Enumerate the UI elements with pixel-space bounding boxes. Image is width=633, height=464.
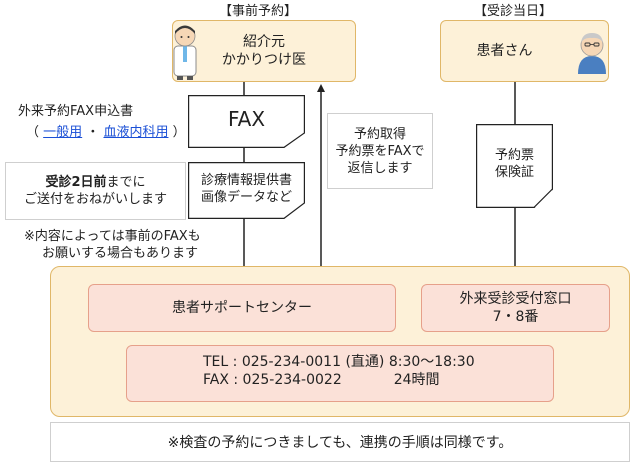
header-visit-day: 【受診当日】 [474,4,553,19]
reply-note-line3: 返信します [347,160,413,176]
content-note-line2: お願いする場合もあります [42,246,199,261]
contact-fax: FAX : 025-234-0022 24時間 [203,371,553,389]
paren-close: ） [172,125,186,140]
contact-fax-number: FAX : 025-234-0022 [203,372,342,388]
fax-document-label: FAX [227,106,266,131]
link-separator: ・ [86,125,100,140]
send-deadline-bold: 受診2日前 [45,175,107,190]
link-hematology-form[interactable]: 血液内科用 [103,125,169,140]
doctor-icon [173,25,197,80]
ticket-document: 予約票 保険証 [476,124,553,208]
contact-fax-hours: 24時間 [393,372,440,388]
contact-info-box: TEL : 025-234-0011 (直通) 8:30〜18:30 FAX :… [126,345,554,402]
paren-open: （ [26,125,40,140]
ticket-line1: 予約票 [494,148,534,163]
contact-tel: TEL : 025-234-0011 (直通) 8:30〜18:30 [203,354,475,370]
content-note: ※内容によっては事前のFAXも お願いする場合もあります [24,228,201,262]
ticket-line2: 保険証 [494,165,534,180]
patient-support-center-label: 患者サポートセンター [172,300,312,316]
medical-info-document-fold [188,162,305,219]
reply-note-line2: 予約票をFAXで [335,143,425,159]
application-form-title: 外来予約FAX申込書 [18,104,134,119]
referring-doctor-line1: 紹介元 [243,34,285,50]
medical-info-document: 診療情報提供書 画像データなど [188,162,305,219]
reply-note-line1: 予約取得 [353,126,406,142]
patient-label: 患者さん [476,43,533,59]
send-deadline-rest: までに [106,175,146,190]
footer-note-box: ※検査の予約につきましても、連携の手順は同様です。 [50,422,630,462]
send-deadline-line1: 受診2日前までに [45,174,145,191]
patient-support-center-box: 患者サポートセンター [88,284,396,332]
referring-doctor-box: 紹介元 かかりつけ医 [172,20,356,82]
elderly-patient-icon [578,33,606,74]
reception-line2: 7・8番 [492,309,539,325]
fax-document-fold [188,95,305,148]
medical-info-line2: 画像データなど [200,189,292,205]
content-note-line1: ※内容によっては事前のFAXも [24,229,201,244]
ticket-document-fold [476,124,553,208]
header-advance-booking: 【事前予約】 [219,4,298,19]
referring-doctor-line2: かかりつけ医 [221,52,307,68]
footer-note: ※検査の予約につきましても、連携の手順は同様です。 [167,435,513,451]
send-deadline-note: 受診2日前までに ご送付をおねがいします [5,162,186,220]
send-deadline-line2: ご送付をおねがいします [23,192,167,207]
outpatient-reception-box: 外来受診受付窓口 7・8番 [421,284,610,332]
link-general-form[interactable]: 一般用 [43,125,83,140]
application-form-links: （ 一般用 ・ 血液内科用 ） [26,124,186,141]
medical-info-line1: 診療情報提供書 [200,172,292,188]
reply-note: 予約取得 予約票をFAXで 返信します [327,113,433,189]
reception-line1: 外来受診受付窓口 [459,291,572,307]
